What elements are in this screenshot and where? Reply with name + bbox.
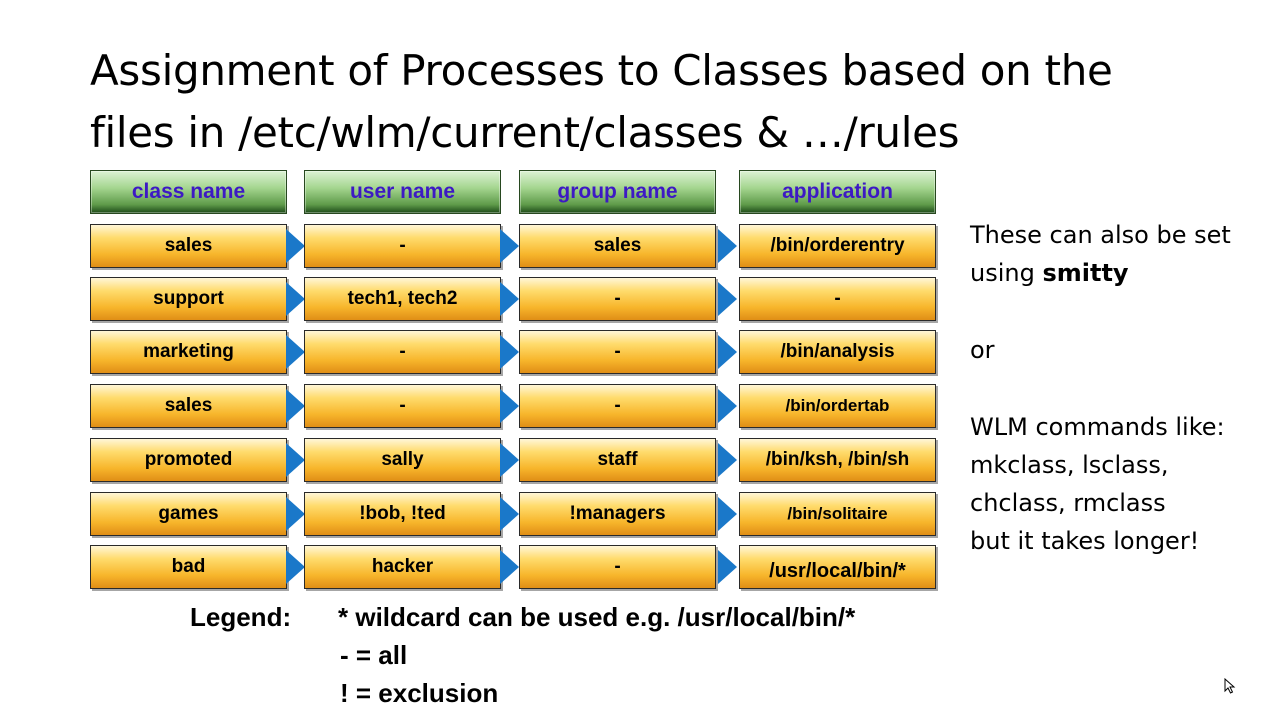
arrow-right-icon	[500, 550, 519, 584]
header-application: application	[739, 170, 936, 214]
smitty-keyword: smitty	[1042, 259, 1129, 287]
cell-application: /bin/ordertab	[739, 384, 936, 428]
cell-user: -	[304, 224, 501, 268]
cell-class: bad	[90, 545, 287, 589]
cell-group: -	[519, 545, 716, 589]
arrow-right-icon	[718, 389, 737, 423]
cell-application: /bin/analysis	[739, 330, 936, 374]
commands-line-1: WLM commands like:	[970, 413, 1225, 441]
arrow-right-icon	[286, 335, 305, 369]
cell-user: -	[304, 330, 501, 374]
cell-user: !bob, !ted	[304, 492, 501, 536]
arrow-right-icon	[286, 282, 305, 316]
cell-class: sales	[90, 384, 287, 428]
arrow-right-icon	[286, 229, 305, 263]
cell-application: /usr/local/bin/*	[739, 545, 936, 589]
cell-group: -	[519, 277, 716, 321]
cell-group: -	[519, 330, 716, 374]
legend-label: Legend:	[190, 602, 292, 632]
arrow-right-icon	[500, 335, 519, 369]
arrow-right-icon	[718, 229, 737, 263]
cell-group: -	[519, 384, 716, 428]
cell-user: sally	[304, 438, 501, 482]
arrow-right-icon	[286, 550, 305, 584]
cell-user: -	[304, 384, 501, 428]
cell-class: sales	[90, 224, 287, 268]
cell-group: !managers	[519, 492, 716, 536]
arrow-right-icon	[500, 229, 519, 263]
cell-class: games	[90, 492, 287, 536]
arrow-right-icon	[718, 335, 737, 369]
arrow-right-icon	[500, 282, 519, 316]
cell-user: tech1, tech2	[304, 277, 501, 321]
note-or: or	[970, 336, 995, 364]
note-line-2-prefix: using	[970, 259, 1043, 287]
note-line-1: These can also be set	[970, 221, 1231, 249]
arrow-right-icon	[500, 443, 519, 477]
legend-wildcard: * wildcard can be used e.g. /usr/local/b…	[338, 602, 856, 632]
commands-line-3: chclass, rmclass	[970, 489, 1166, 517]
cell-application: -	[739, 277, 936, 321]
commands-line-2: mkclass, lsclass,	[970, 451, 1169, 479]
arrow-right-icon	[286, 497, 305, 531]
arrow-right-icon	[718, 497, 737, 531]
arrow-right-icon	[718, 443, 737, 477]
legend-exclusion: ! = exclusion	[340, 678, 499, 708]
cell-class: marketing	[90, 330, 287, 374]
cell-application: /bin/solitaire	[739, 492, 936, 536]
arrow-right-icon	[286, 389, 305, 423]
arrow-right-icon	[718, 282, 737, 316]
cell-user: hacker	[304, 545, 501, 589]
arrow-right-icon	[286, 443, 305, 477]
commands-line-4: but it takes longer!	[970, 527, 1200, 555]
cell-group: sales	[519, 224, 716, 268]
cell-group: staff	[519, 438, 716, 482]
arrow-right-icon	[500, 389, 519, 423]
cell-application: /bin/orderentry	[739, 224, 936, 268]
cell-application: /bin/ksh, /bin/sh	[739, 438, 936, 482]
title-line-1: Assignment of Processes to Classes based…	[90, 46, 1113, 95]
mouse-cursor-icon	[1224, 678, 1236, 694]
header-class-name: class name	[90, 170, 287, 214]
note-line-2: using smitty	[970, 254, 1129, 292]
title-line-2: files in /etc/wlm/current/classes & …/ru…	[90, 108, 960, 157]
arrow-right-icon	[718, 550, 737, 584]
header-user-name: user name	[304, 170, 501, 214]
slide-title: Assignment of Processes to Classes based…	[90, 40, 1210, 164]
cell-class: support	[90, 277, 287, 321]
arrow-right-icon	[500, 497, 519, 531]
cell-class: promoted	[90, 438, 287, 482]
legend-all: - = all	[340, 640, 408, 670]
header-group-name: group name	[519, 170, 716, 214]
